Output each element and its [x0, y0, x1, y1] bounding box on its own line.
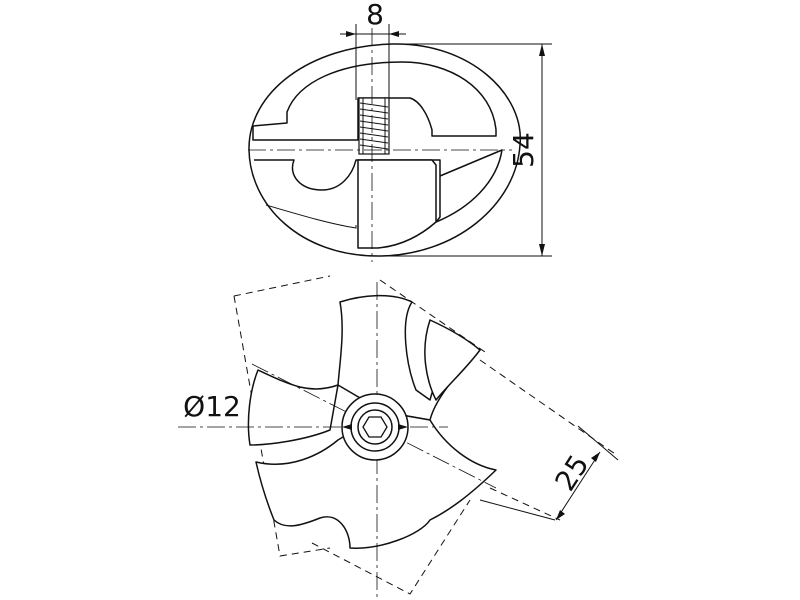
dim-label-8: 8 — [366, 0, 384, 31]
dimension-8: 8 — [340, 0, 406, 100]
side-view: 8 54 — [248, 0, 552, 262]
plan-view: Ø12 25 — [178, 275, 619, 598]
dimension-54: 54 — [378, 43, 552, 257]
hidden-outline-right — [311, 279, 486, 595]
dim-label-54: 54 — [507, 132, 540, 168]
dimension-25: 25 — [479, 425, 619, 521]
arm-right-tip — [424, 319, 481, 401]
arm-left — [247, 369, 339, 446]
dimension-diameter: Ø12 — [183, 390, 241, 423]
lower-jaw — [357, 159, 437, 249]
hex-socket-hub — [341, 393, 409, 461]
dim-label-diameter: Ø12 — [183, 390, 241, 423]
upper-slot — [252, 61, 497, 141]
set-screw — [358, 97, 390, 155]
hidden-outline-left — [233, 275, 331, 557]
lower-slot — [254, 149, 503, 223]
dim-label-25: 25 — [548, 449, 595, 497]
